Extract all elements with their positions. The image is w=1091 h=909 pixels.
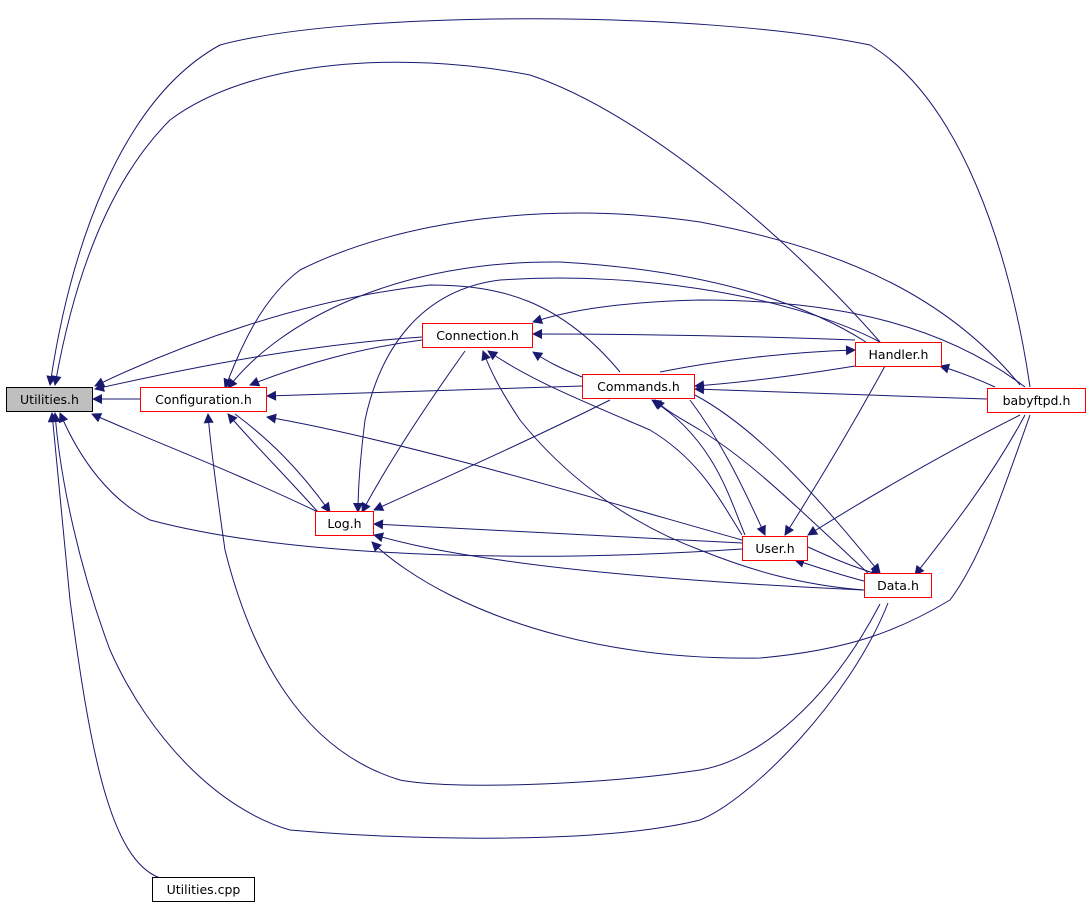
edge-user-to-utilities (58, 412, 743, 557)
edge-utilitiescpp-to-utilities (47, 412, 161, 879)
edge-commands-to-utilities (94, 284, 621, 387)
edge-handler-to-connection (532, 329, 856, 341)
edge-commands-to-user (689, 399, 766, 536)
node-commands-h[interactable]: Commands.h (582, 374, 695, 399)
node-configuration-h[interactable]: Configuration.h (140, 387, 267, 412)
node-utilities-cpp[interactable]: Utilities.cpp (152, 877, 255, 902)
edge-user-to-connection (487, 350, 743, 536)
edge-commands-to-connection (532, 351, 583, 378)
edge-babyftpd-to-commands (694, 384, 988, 400)
edge-connection-to-utilities (94, 336, 423, 392)
node-connection-h[interactable]: Connection.h (422, 323, 533, 348)
node-data-h[interactable]: Data.h (864, 573, 932, 598)
edge-handler-to-configuration (227, 261, 867, 389)
edge-connection-to-log (361, 350, 466, 513)
edge-user-to-commands (651, 399, 746, 536)
edge-commands-to-handler (659, 345, 856, 373)
edge-babyftpd-to-utilities (46, 18, 1031, 388)
edge-handler-to-log (353, 277, 881, 513)
edge-data-to-connection (481, 350, 865, 591)
edge-log-to-utilities (91, 413, 319, 513)
edge-data-to-utilities (50, 412, 889, 839)
edge-commands-to-configuration (266, 385, 583, 401)
edge-user-to-data (807, 546, 881, 578)
edge-user-to-configuration (266, 413, 743, 541)
edge-log-to-configuration (227, 413, 319, 513)
edge-babyftpd-to-data (914, 414, 1026, 576)
node-utilities-h[interactable]: Utilities.h (6, 387, 93, 412)
edge-babyftpd-to-connection (532, 299, 1026, 388)
edge-handler-to-utilities (51, 61, 881, 386)
edge-data-to-log (373, 532, 865, 591)
edge-data-to-user (794, 557, 865, 582)
edge-connection-to-configuration (249, 339, 423, 387)
edge-commands-to-data (694, 394, 881, 574)
edge-babyftpd-to-user (807, 414, 1021, 536)
node-handler-h[interactable]: Handler.h (855, 342, 942, 367)
edge-data-to-configuration (203, 413, 881, 786)
node-log-h[interactable]: Log.h (315, 511, 374, 536)
edge-handler-to-commands (694, 365, 856, 391)
edge-user-to-log (373, 519, 743, 544)
edge-handler-to-user (784, 365, 886, 536)
edge-babyftpd-to-log (371, 414, 1031, 659)
node-user-h[interactable]: User.h (742, 536, 808, 561)
edge-data-to-commands (654, 399, 871, 576)
node-babyftpd-h[interactable]: babyftpd.h (987, 388, 1086, 413)
edge-babyftpd-to-handler (939, 363, 996, 388)
edge-commands-to-log (373, 399, 611, 511)
edge-babyftpd-to-configuration (223, 212, 1021, 389)
edge-configuration-to-log (234, 413, 331, 513)
